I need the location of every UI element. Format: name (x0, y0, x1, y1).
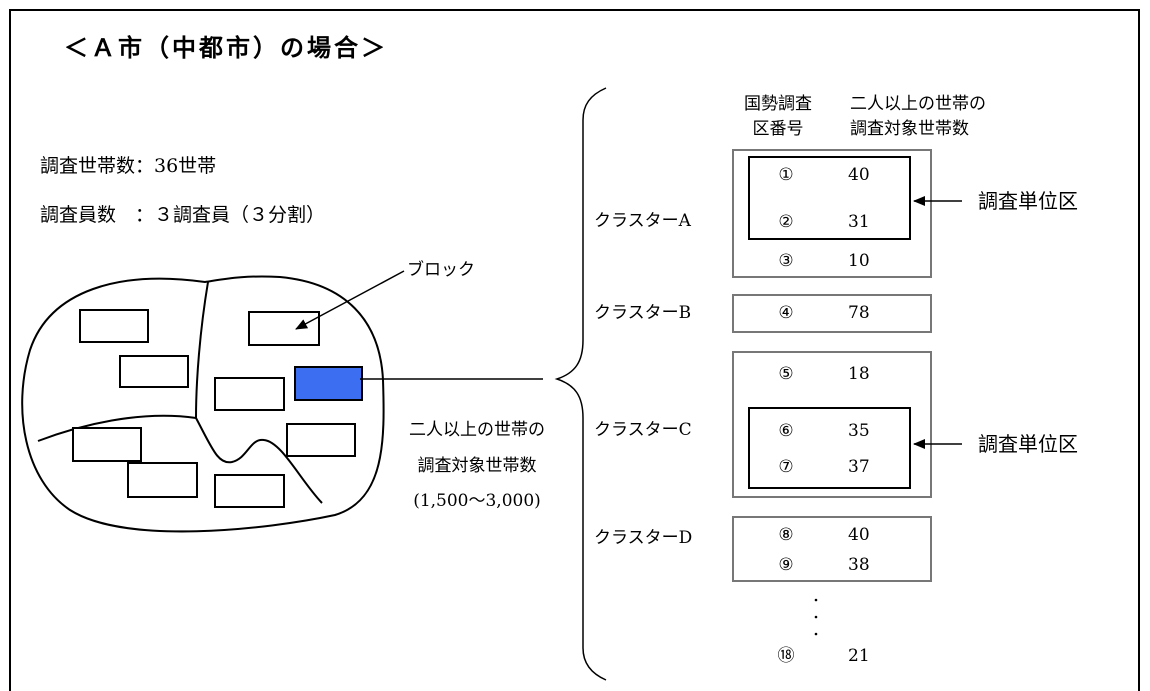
district-number: ⑧ (778, 525, 794, 545)
cluster-b-box (732, 294, 932, 333)
city-outline (21, 275, 385, 533)
block-rect (119, 355, 189, 388)
cluster-c-label: クラスターC (594, 420, 692, 440)
survey-unit-label: 調査単位区 (978, 189, 1078, 213)
household-count: 35 (848, 421, 870, 441)
district-note-line3: (1,500～3,000) (413, 491, 541, 511)
ellipsis-dot (814, 598, 818, 602)
boundary-line (37, 414, 197, 442)
ellipsis-dot (814, 615, 818, 619)
household-count: 31 (848, 212, 870, 232)
district-note-line2: 調査対象世帯数 (417, 456, 537, 476)
household-count: 38 (848, 555, 870, 575)
household-count: 40 (848, 165, 870, 185)
highlighted-block (294, 366, 363, 401)
survey-unit-box-c (748, 407, 911, 489)
boundary-line (195, 417, 323, 504)
district-number: ⑨ (778, 555, 794, 575)
header-col2-line1: 二人以上の世帯の (850, 94, 986, 114)
block-rect (248, 311, 320, 346)
district-number: ⑱ (777, 646, 795, 666)
cluster-brace (554, 87, 607, 681)
district-number: ⑥ (778, 421, 794, 441)
district-number: ② (778, 212, 794, 232)
survey-unit-label: 調査単位区 (978, 432, 1078, 456)
household-count: 78 (848, 303, 870, 323)
boundary-line (195, 281, 209, 419)
diagram-title: ＜Ａ市（中都市）の場合＞ (64, 34, 388, 62)
district-number: ① (778, 165, 794, 185)
district-number: ④ (778, 303, 794, 323)
household-count: 37 (848, 457, 870, 477)
district-number: ③ (778, 251, 794, 271)
cluster-c-box (732, 351, 932, 498)
block-rect (286, 423, 356, 457)
block-label: ブロック (407, 260, 475, 280)
survey-unit-box-a (748, 156, 911, 240)
household-count: 40 (848, 525, 870, 545)
cluster-a-label: クラスターA (594, 211, 691, 231)
cluster-a-box (732, 149, 932, 278)
header-col1-line2: 区番号 (752, 119, 804, 139)
surveyors-text: 調査員数 ：３調査員（３分割） (40, 204, 326, 226)
district-note-line1: 二人以上の世帯の (409, 420, 545, 440)
block-rect (214, 474, 285, 508)
header-col1-line1: 国勢調査 (744, 94, 812, 114)
block-rect (214, 377, 285, 411)
ellipsis-dot (814, 632, 818, 636)
block-rect (72, 427, 142, 462)
block-rect (127, 462, 198, 498)
block-pointer-arrow (295, 270, 405, 330)
district-number: ⑦ (778, 457, 794, 477)
household-count: 21 (848, 646, 870, 666)
household-count: 10 (848, 251, 870, 271)
cluster-d-label: クラスターD (594, 528, 693, 548)
cluster-b-label: クラスターB (594, 303, 692, 323)
cluster-d-box (732, 516, 932, 582)
header-col2-line2: 調査対象世帯数 (850, 119, 969, 139)
diagram-frame (9, 9, 1140, 691)
survey-households-text: 調査世帯数：36世帯 (40, 155, 217, 177)
block-rect (79, 309, 149, 343)
district-number: ⑤ (778, 364, 794, 384)
household-count: 18 (848, 364, 870, 384)
